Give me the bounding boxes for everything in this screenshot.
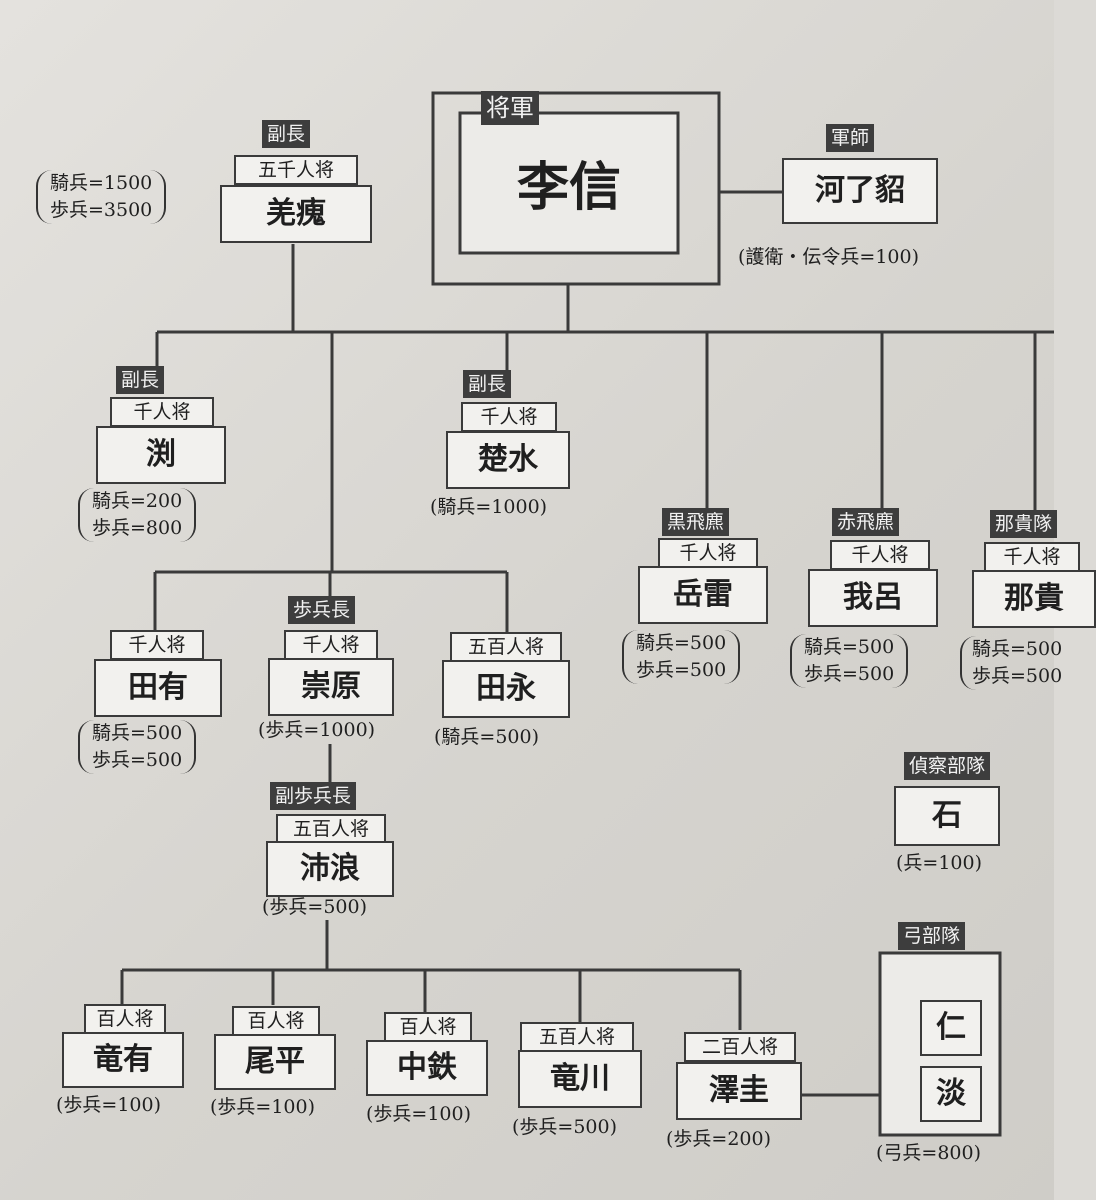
- scout-name: 石: [894, 786, 1000, 846]
- troop-line: 歩兵=500: [972, 665, 1063, 687]
- sougen-troops: (歩兵=1000): [258, 719, 376, 741]
- garo-rank: 千人将: [830, 540, 930, 570]
- chuutetsu-troops: (歩兵=100): [366, 1103, 472, 1125]
- sougen-label: 歩兵長: [288, 596, 356, 624]
- kyoukai-troops: 騎兵=1500 歩兵=3500: [36, 170, 167, 224]
- strategist-troops: (護衛・伝令兵=100): [738, 246, 920, 268]
- general-name: 李信: [516, 158, 621, 218]
- general-outer-frame: [431, 91, 721, 286]
- bihei-rank: 百人将: [232, 1006, 320, 1036]
- chuutetsu-rank: 百人将: [384, 1012, 472, 1042]
- en-rank: 千人将: [110, 397, 214, 427]
- denei-name: 田永: [442, 660, 570, 718]
- naki-label: 那貴隊: [990, 510, 1058, 538]
- hairou-label: 副歩兵長: [270, 782, 357, 810]
- kyoukai-name: 羌瘣: [220, 185, 372, 243]
- naki-troops: 騎兵=500 歩兵=500: [960, 636, 1062, 690]
- gakurai-name: 岳雷: [638, 566, 768, 624]
- general-label: 将軍: [481, 91, 539, 125]
- garo-label: 赤飛麃: [832, 508, 900, 536]
- hairou-name: 沛浪: [266, 841, 394, 897]
- kyoukai-rank: 五千人将: [234, 155, 358, 185]
- troop-line: 歩兵=500: [92, 749, 183, 771]
- scout-label: 偵察部隊: [904, 752, 991, 780]
- garo-troops: 騎兵=500 歩兵=500: [790, 634, 909, 688]
- sosui-name: 楚水: [446, 431, 570, 489]
- strategist-label: 軍師: [826, 124, 875, 152]
- hairou-troops: (歩兵=500): [262, 896, 368, 918]
- troop-line: 騎兵=1500: [50, 172, 153, 194]
- troop-line: 騎兵=500: [636, 632, 727, 654]
- sougen-rank: 千人将: [284, 630, 378, 660]
- archer-label: 弓部隊: [898, 922, 966, 950]
- scout-troops: (兵=100): [896, 852, 983, 874]
- chuutetsu-name: 中鉄: [366, 1040, 488, 1096]
- takukei-rank: 二百人将: [684, 1032, 796, 1062]
- troop-line: 歩兵=3500: [50, 199, 153, 221]
- troop-line: 騎兵=500: [972, 638, 1063, 660]
- denyuu-rank: 千人将: [110, 630, 204, 660]
- denei-troops: (騎兵=500): [434, 726, 540, 748]
- troop-line: 歩兵=800: [92, 517, 183, 539]
- hairou-rank: 五百人将: [276, 814, 386, 844]
- sosui-rank: 千人将: [461, 402, 557, 432]
- kyoukai-label: 副長: [262, 120, 311, 148]
- strategist-name: 河了貂: [782, 158, 938, 224]
- archer-name-jin: 仁: [920, 1000, 982, 1056]
- archer-name-en: 淡: [920, 1066, 982, 1122]
- bihei-troops: (歩兵=100): [210, 1096, 316, 1118]
- gakurai-troops: 騎兵=500 歩兵=500: [622, 630, 741, 684]
- troop-line: 騎兵=500: [804, 636, 895, 658]
- takukei-name: 澤圭: [676, 1062, 802, 1120]
- denei-rank: 五百人将: [450, 632, 562, 662]
- gakurai-label: 黒飛麃: [662, 508, 730, 536]
- en-label: 副長: [116, 366, 165, 394]
- ryuuyuu-troops: (歩兵=100): [56, 1094, 162, 1116]
- ryuusen-troops: (歩兵=500): [512, 1116, 618, 1138]
- takukei-troops: (歩兵=200): [666, 1128, 772, 1150]
- archer-troops: (弓兵=800): [876, 1142, 982, 1164]
- troop-line: 騎兵=500: [92, 722, 183, 744]
- sosui-troops: (騎兵=1000): [430, 496, 548, 518]
- general-inner-frame: [458, 111, 680, 255]
- en-name: 渕: [96, 426, 226, 484]
- naki-name: 那貴: [972, 570, 1096, 628]
- troop-line: 歩兵=500: [636, 659, 727, 681]
- bihei-name: 尾平: [214, 1034, 336, 1090]
- sosui-label: 副長: [463, 370, 512, 398]
- ryuusen-rank: 五百人将: [520, 1022, 634, 1052]
- ryuuyuu-rank: 百人将: [84, 1004, 166, 1034]
- troop-line: 歩兵=500: [804, 663, 895, 685]
- troop-line: 騎兵=200: [92, 490, 183, 512]
- denyuu-name: 田有: [94, 659, 222, 717]
- naki-rank: 千人将: [984, 542, 1080, 572]
- ryuuyuu-name: 竜有: [62, 1032, 184, 1088]
- garo-name: 我呂: [808, 569, 938, 627]
- ryuusen-name: 竜川: [518, 1050, 642, 1108]
- gakurai-rank: 千人将: [658, 538, 758, 568]
- denyuu-troops: 騎兵=500 歩兵=500: [78, 720, 197, 774]
- sougen-name: 崇原: [268, 658, 394, 716]
- en-troops: 騎兵=200 歩兵=800: [78, 488, 197, 542]
